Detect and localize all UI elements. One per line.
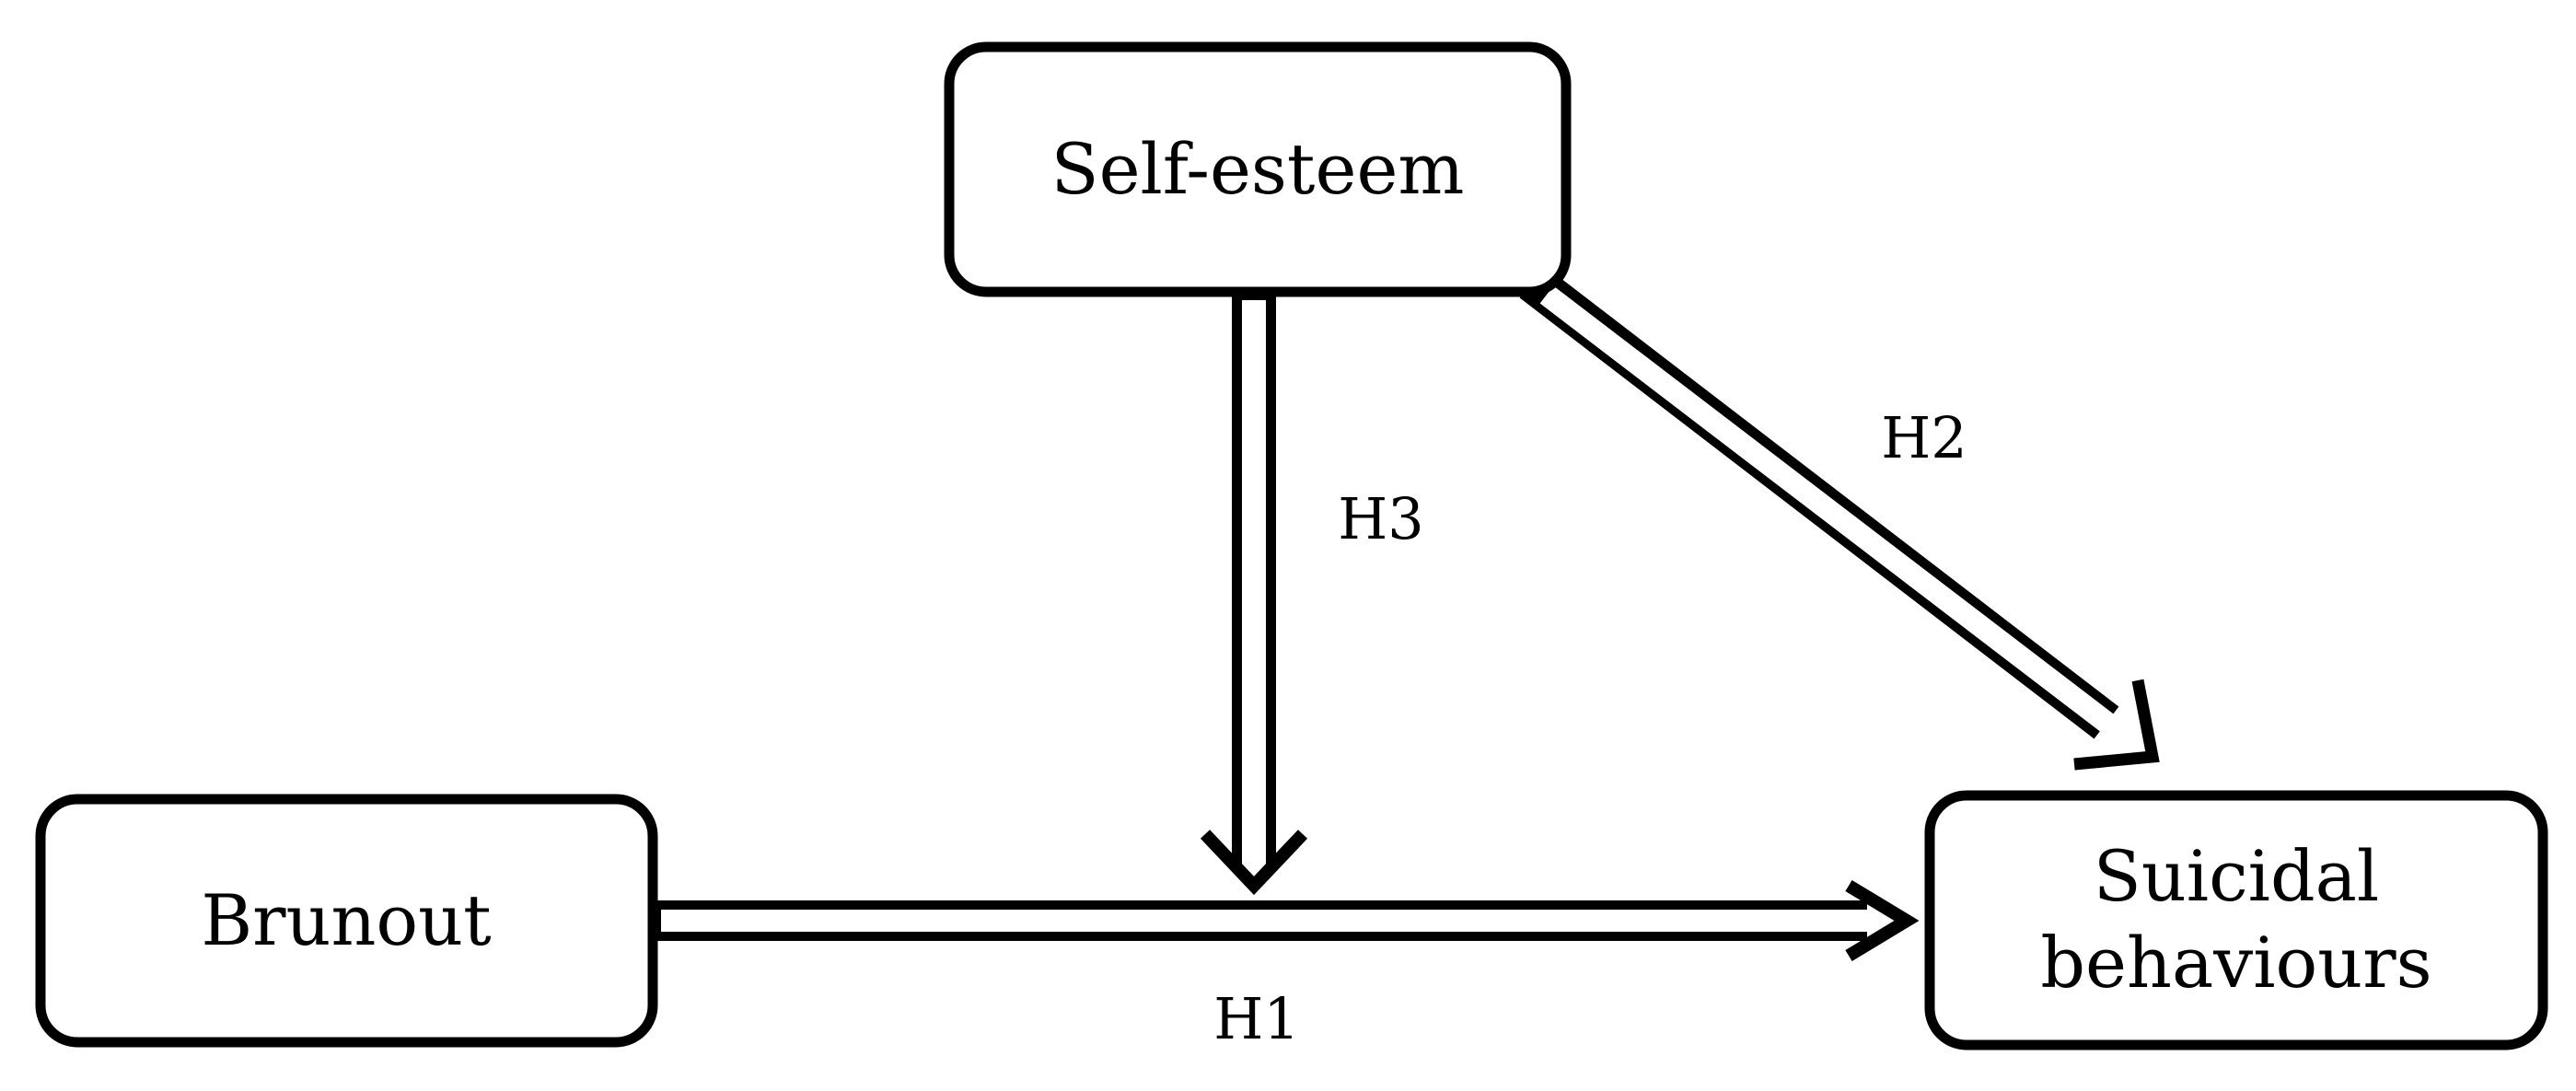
arrow-h1 — [652, 880, 1920, 961]
node-burnout: Brunout — [35, 794, 658, 1048]
h2-label: H2 — [1881, 404, 1967, 471]
suicidal-behaviours-label-line1: Suicidal — [2094, 835, 2379, 917]
arrow-h2 — [1519, 265, 2160, 771]
h2-arrowhead-icon — [2073, 679, 2160, 771]
burnout-box — [35, 794, 658, 1048]
h1-label: H1 — [1213, 985, 1300, 1052]
h2-arrow-shaft-hollow — [1539, 285, 2132, 746]
node-self-esteem: Self-esteem — [944, 41, 1572, 297]
arrow-h3 — [1200, 290, 1308, 896]
burnout-label: Brunout — [201, 879, 491, 961]
h1-arrowhead-icon — [1845, 880, 1920, 961]
h3-arrowhead-icon — [1200, 830, 1308, 896]
suicidal-behaviours-label-line2: behaviours — [2040, 922, 2431, 1004]
node-suicidal-behaviours: Suicidal behaviours — [1924, 790, 2548, 1050]
self-esteem-box — [944, 41, 1572, 297]
suicidal-behaviours-box — [1924, 790, 2548, 1050]
h3-label: H3 — [1338, 485, 1424, 552]
self-esteem-label: Self-esteem — [1051, 128, 1465, 210]
